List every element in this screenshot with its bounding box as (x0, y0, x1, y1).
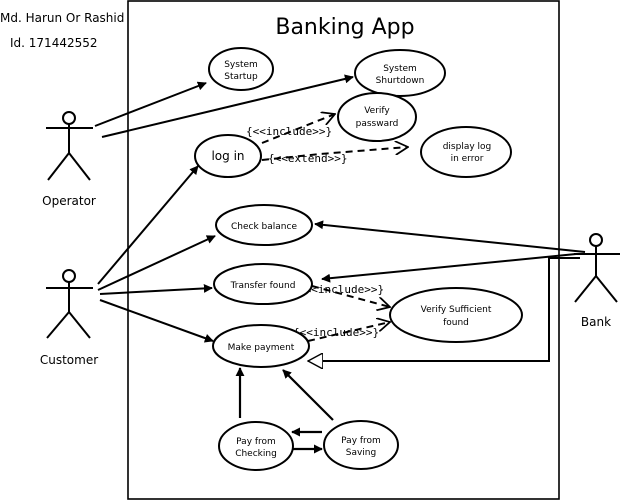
svg-text:System: System (224, 60, 258, 70)
stereotype-login-verify: {<<include>>} (246, 125, 332, 138)
svg-text:passward: passward (356, 119, 399, 129)
use-case-system-startup: System Startup (208, 47, 274, 91)
use-case-transfer-found: Transfer found (213, 263, 313, 305)
assoc-operator-startup (94, 81, 207, 127)
system-title: Banking App (275, 15, 414, 40)
svg-text:Startup: Startup (224, 72, 258, 82)
svg-text:Make payment: Make payment (228, 343, 295, 353)
actor-bank (574, 233, 620, 303)
svg-text:log in: log in (211, 149, 244, 163)
assoc-bank-payment (308, 257, 580, 361)
svg-text:display log: display log (443, 142, 492, 152)
svg-text:Transfer found: Transfer found (230, 281, 296, 291)
assoc-customer-transfer (99, 283, 213, 295)
actor-operator (46, 111, 93, 181)
dep-transfer-verify (311, 285, 390, 307)
author-id: Id. 171442552 (10, 36, 98, 50)
author-name: Md. Harun Or Rashid (0, 11, 125, 25)
use-case-pay-saving: Pay from Saving (323, 420, 399, 470)
dep-login-verify (261, 114, 335, 144)
svg-text:Pay from: Pay from (341, 436, 381, 446)
actor-bank-label: Bank (581, 315, 611, 329)
use-case-make-payment: Make payment (212, 324, 310, 368)
svg-text:found: found (443, 318, 469, 328)
svg-text:in error: in error (451, 154, 484, 164)
dep-payment-verify (307, 322, 390, 342)
svg-text:Check balance: Check balance (231, 222, 297, 232)
use-case-system-shutdown: System Shurtdown (354, 49, 446, 97)
stereotype-transfer-verify: {<<include>>} (298, 283, 384, 296)
actor-operator-label: Operator (42, 194, 96, 208)
gen-saving-payment (282, 369, 334, 421)
svg-text:Saving: Saving (346, 448, 376, 458)
svg-text:Pay from: Pay from (236, 437, 276, 447)
svg-text:Shurtdown: Shurtdown (376, 76, 425, 86)
use-case-log-in: log in (194, 134, 262, 178)
assoc-customer-payment (99, 299, 214, 343)
svg-text:Checking: Checking (235, 449, 277, 459)
stereotype-payment-verify: {<<include>>} (293, 326, 379, 339)
actor-customer-label: Customer (40, 353, 98, 367)
use-case-pay-checking: Pay from Checking (218, 421, 294, 471)
svg-text:Verify Sufficient: Verify Sufficient (421, 305, 492, 315)
assoc-bank-checkbalance (314, 220, 586, 253)
use-case-display-log-error: display log in error (420, 126, 512, 178)
assoc-customer-login (97, 165, 199, 285)
use-case-verify-password: Verify passward (337, 92, 417, 142)
assoc-customer-checkbalance (97, 235, 216, 291)
use-case-verify-sufficient: Verify Sufficient found (389, 287, 523, 343)
stereotype-login-display: {<<extend>>} (268, 152, 347, 165)
use-case-check-balance: Check balance (215, 204, 313, 246)
actor-customer (46, 269, 93, 339)
assoc-operator-shutdown (101, 74, 354, 138)
svg-text:Verify: Verify (364, 106, 390, 116)
assoc-bank-transfer (321, 253, 577, 283)
svg-text:System: System (383, 64, 417, 74)
